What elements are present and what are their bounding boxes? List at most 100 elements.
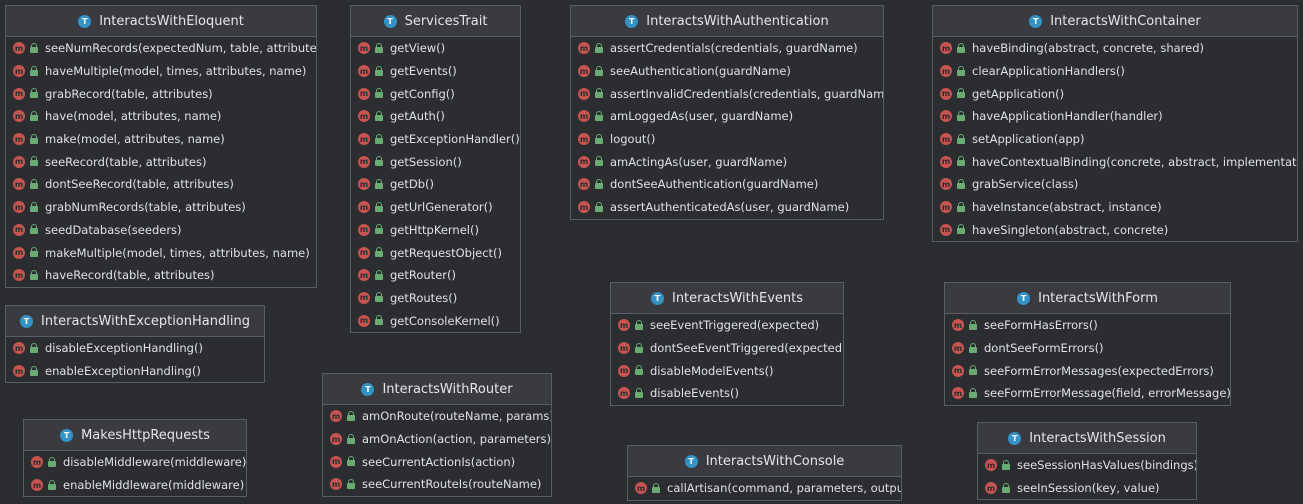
method-signature: haveContextualBinding(concrete, abstract…	[972, 154, 1298, 169]
method-icon: m	[940, 155, 952, 168]
public-visibility-icon	[48, 456, 56, 468]
public-visibility-icon	[375, 201, 383, 213]
public-visibility-icon	[30, 65, 38, 77]
public-visibility-icon	[375, 315, 383, 326]
method-signature: setApplication(app)	[972, 132, 1085, 147]
public-visibility-icon	[375, 292, 383, 303]
method-signature: getConfig()	[390, 86, 455, 101]
trait-icon: T	[383, 14, 397, 28]
method-signature: makeMultiple(model, times, attributes, n…	[45, 245, 310, 260]
trait-icon: T	[60, 428, 74, 442]
method-signature: dontSeeAuthentication(guardName)	[610, 177, 819, 192]
public-visibility-icon	[375, 110, 383, 122]
method-row[interactable]: m seeAuthentication(guardName)	[571, 60, 883, 83]
trait-icon: T	[650, 291, 664, 305]
method-icon: m	[578, 65, 590, 78]
method-icon: m	[13, 110, 25, 123]
method-icon: m	[940, 223, 952, 236]
method-row[interactable]: m haveContextualBinding(concrete, abstrac…	[933, 150, 1297, 173]
method-icon: m	[13, 87, 25, 100]
method-signature: seeAuthentication(guardName)	[610, 64, 791, 79]
method-signature: dontSeeFormErrors()	[984, 341, 1104, 356]
public-visibility-icon	[969, 319, 977, 331]
method-signature: getRouter()	[390, 268, 456, 283]
public-visibility-icon	[595, 42, 603, 54]
